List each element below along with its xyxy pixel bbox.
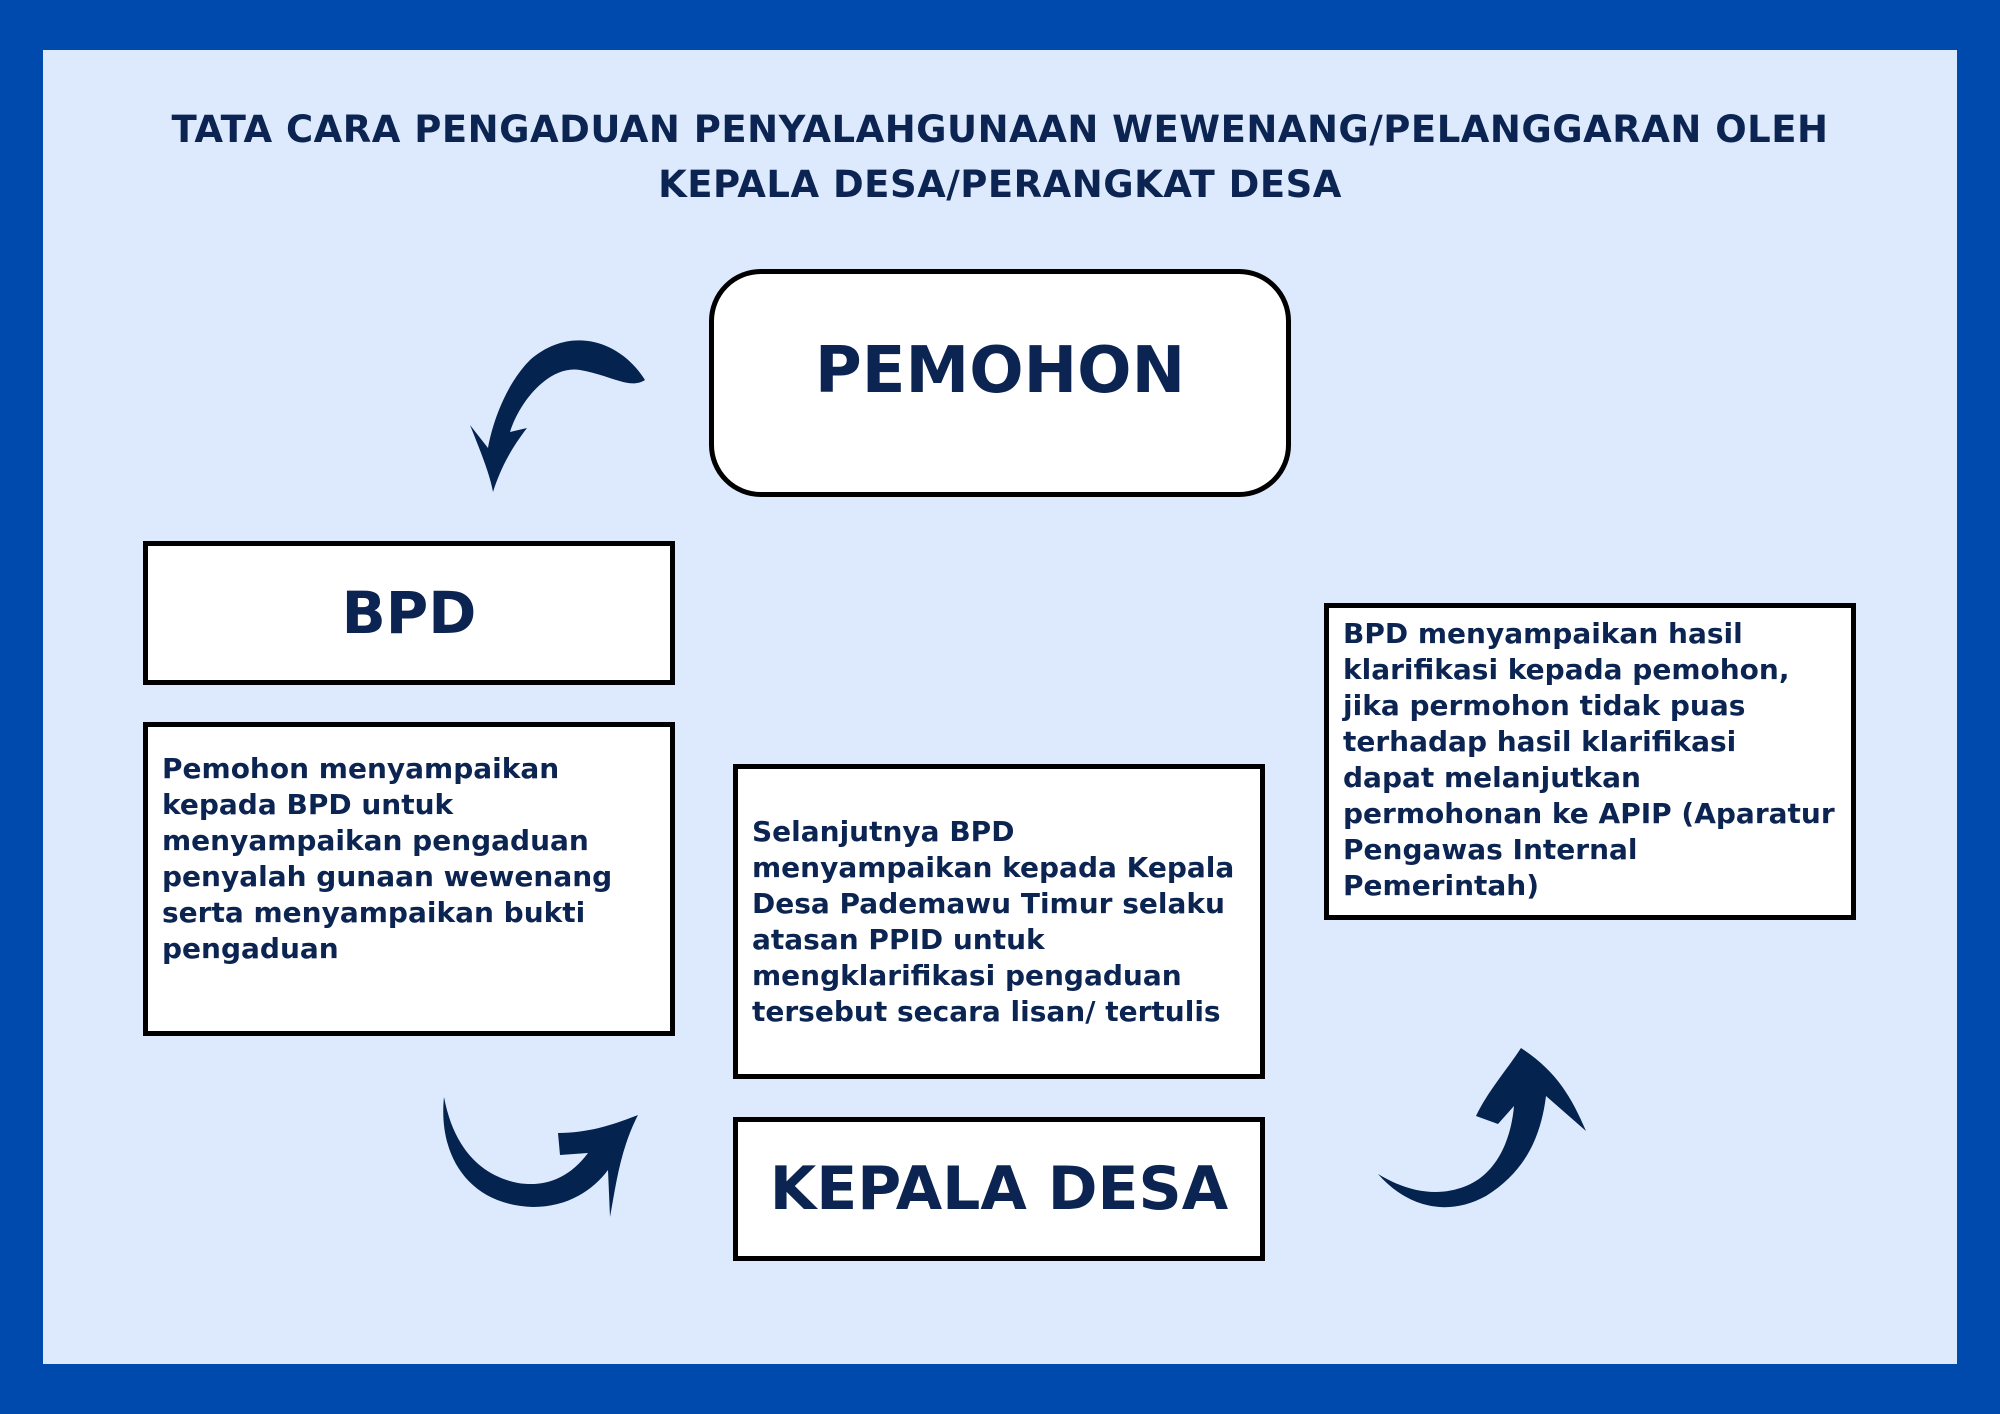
curved-arrow-pemohon-to-bpd-icon (470, 340, 645, 492)
curved-arrow-bpd-to-kepala-desa-icon (443, 1097, 638, 1217)
node-kepala-desa: KEPALA DESA (733, 1117, 1265, 1261)
node-bpd: BPD (143, 541, 675, 685)
page-title-line2: KEPALA DESA/PERANGKAT DESA (658, 163, 1342, 206)
node-bpd-label: BPD (341, 579, 477, 647)
curved-arrow-kepala-desa-to-result-icon (1378, 1048, 1586, 1208)
kepala-desa-description-box: Selanjutnya BPD menyampaikan kepada Kepa… (733, 764, 1265, 1079)
node-pemohon-label: PEMOHON (814, 334, 1186, 408)
result-description: BPD menyampaikan hasil klarifikasi kepad… (1343, 617, 1835, 902)
result-description-box: BPD menyampaikan hasil klarifikasi kepad… (1324, 603, 1856, 920)
bpd-description: Pemohon menyampaikan kepada BPD untuk me… (162, 752, 613, 965)
bpd-description-box: Pemohon menyampaikan kepada BPD untuk me… (143, 722, 675, 1036)
node-kepala-desa-label: KEPALA DESA (769, 1154, 1229, 1224)
node-pemohon: PEMOHON (709, 269, 1291, 497)
kepala-desa-description: Selanjutnya BPD menyampaikan kepada Kepa… (752, 814, 1235, 1028)
page-title-line1: TATA CARA PENGADUAN PENYALAHGUNAAN WEWEN… (171, 108, 1829, 151)
